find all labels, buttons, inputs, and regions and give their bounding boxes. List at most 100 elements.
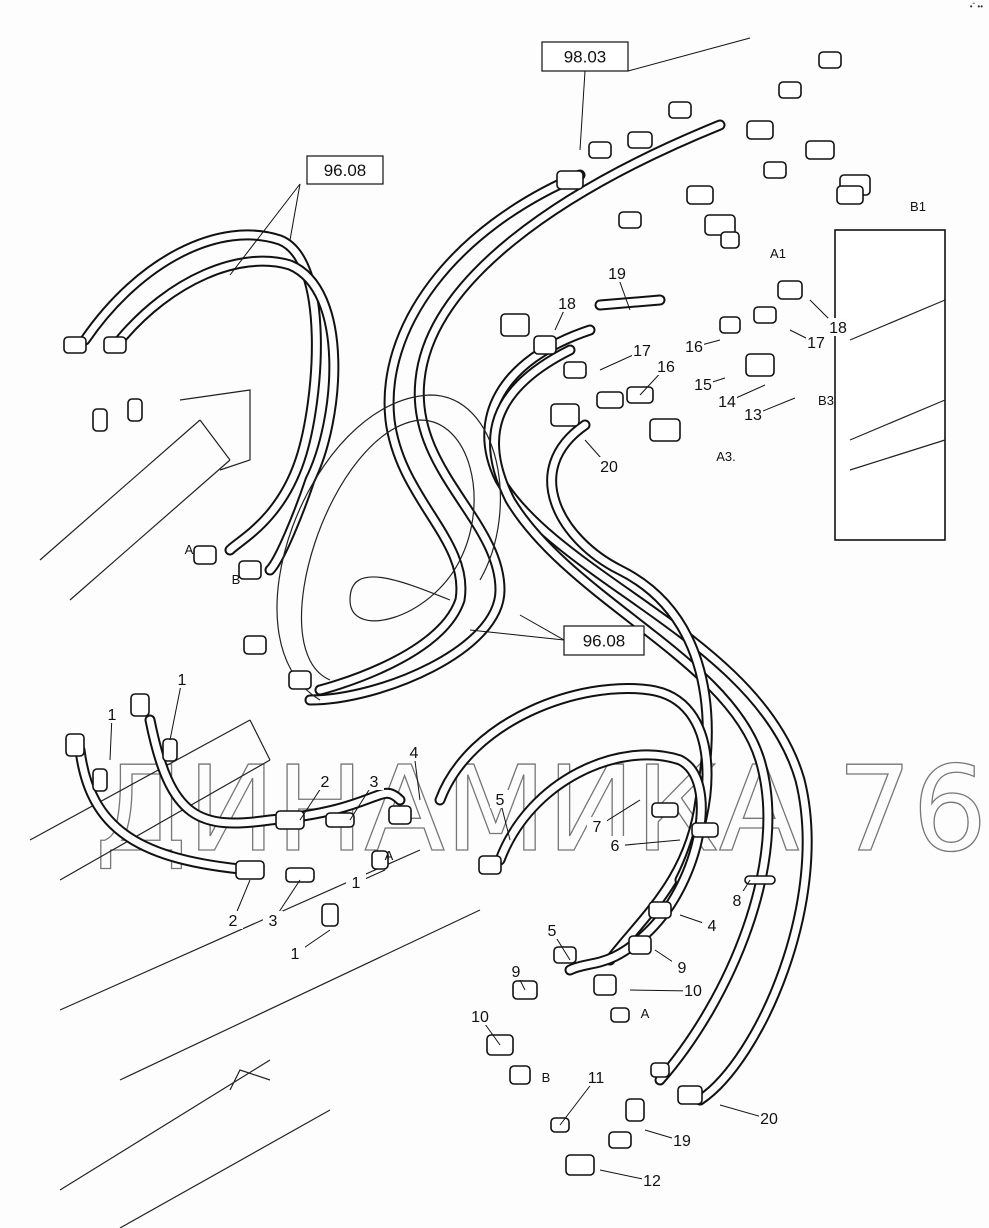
fitting bbox=[565, 1154, 595, 1176]
fitting bbox=[593, 974, 617, 996]
callout-15[interactable]: 15 bbox=[694, 377, 712, 394]
callout-1[interactable]: 1 bbox=[291, 946, 300, 963]
fittings bbox=[63, 51, 871, 1176]
fitting bbox=[65, 733, 85, 757]
fitting bbox=[556, 170, 584, 190]
cylinders bbox=[29, 229, 946, 1228]
callout-17[interactable]: 17 bbox=[633, 343, 651, 360]
callout-1[interactable]: 1 bbox=[178, 672, 187, 689]
fitting bbox=[746, 120, 774, 140]
fitting bbox=[610, 1007, 630, 1023]
callout-18[interactable]: 18 bbox=[558, 296, 576, 313]
callout-12[interactable]: 12 bbox=[643, 1173, 661, 1190]
reference-box[interactable] bbox=[563, 625, 645, 656]
fitting bbox=[704, 214, 736, 236]
callout-5[interactable]: 5 bbox=[496, 792, 505, 809]
reference-boxes: 98.03 96.08 96.08 bbox=[306, 41, 645, 656]
leader-line bbox=[629, 989, 694, 992]
fitting bbox=[553, 946, 577, 964]
fitting bbox=[533, 335, 557, 355]
reference-label[interactable]: 96.08 bbox=[583, 632, 626, 651]
fitting bbox=[651, 802, 679, 818]
port-label: A bbox=[185, 542, 194, 557]
fitting bbox=[238, 560, 262, 580]
callout-6[interactable]: 6 bbox=[611, 838, 620, 855]
fitting bbox=[719, 316, 741, 334]
fitting bbox=[193, 545, 217, 565]
port-label: A3. bbox=[716, 449, 736, 464]
fitting bbox=[763, 161, 787, 179]
fitting bbox=[778, 81, 802, 99]
callout-16[interactable]: 16 bbox=[657, 359, 675, 376]
reference-hose bbox=[300, 419, 475, 681]
fitting bbox=[63, 336, 87, 354]
fitting bbox=[649, 418, 681, 442]
fitting bbox=[745, 353, 775, 377]
fitting bbox=[243, 635, 267, 655]
callout-8[interactable]: 8 bbox=[733, 893, 742, 910]
fitting bbox=[805, 140, 835, 160]
leader-line bbox=[289, 183, 301, 241]
callout-18[interactable]: 18 bbox=[829, 320, 847, 337]
watermark-text: ДИНАМИКА 76 bbox=[95, 740, 987, 878]
callout-4[interactable]: 4 bbox=[410, 745, 419, 762]
callout-13[interactable]: 13 bbox=[744, 407, 762, 424]
fitting bbox=[836, 185, 864, 205]
fitting bbox=[388, 805, 412, 825]
callout-9[interactable]: 9 bbox=[512, 964, 521, 981]
fitting bbox=[288, 670, 312, 690]
callout-10[interactable]: 10 bbox=[471, 1009, 489, 1026]
leader-line bbox=[169, 679, 183, 741]
port-label: A bbox=[385, 848, 394, 863]
port-label: A1 bbox=[770, 246, 786, 261]
reference-box[interactable] bbox=[306, 155, 384, 185]
leader-line bbox=[627, 37, 751, 72]
fitting bbox=[677, 1085, 703, 1105]
fitting bbox=[777, 280, 803, 300]
port-label: A bbox=[641, 1006, 650, 1021]
watermark: ДИНАМИКА 76 bbox=[94, 739, 987, 878]
callout-2[interactable]: 2 bbox=[321, 774, 330, 791]
callout-5[interactable]: 5 bbox=[548, 923, 557, 940]
callout-1[interactable]: 1 bbox=[108, 707, 117, 724]
fitting bbox=[550, 403, 580, 427]
fitting bbox=[371, 850, 389, 870]
reference-label[interactable]: 96.08 bbox=[324, 161, 367, 180]
fitting bbox=[563, 361, 587, 379]
callout-2[interactable]: 2 bbox=[229, 913, 238, 930]
fitting bbox=[325, 812, 355, 828]
callout-19[interactable]: 19 bbox=[673, 1133, 691, 1150]
port-label: B1 bbox=[910, 199, 926, 214]
reference-label[interactable]: 98.03 bbox=[564, 48, 607, 67]
fitting bbox=[625, 1098, 645, 1122]
fitting bbox=[650, 1062, 670, 1078]
callout-16[interactable]: 16 bbox=[685, 339, 703, 356]
callout-3[interactable]: 3 bbox=[370, 774, 379, 791]
callout-9[interactable]: 9 bbox=[678, 960, 687, 977]
reference-hose bbox=[276, 394, 501, 701]
leader-line bbox=[614, 839, 681, 847]
fitting bbox=[478, 855, 502, 875]
callout-3[interactable]: 3 bbox=[269, 913, 278, 930]
callout-20[interactable]: 20 bbox=[760, 1111, 778, 1128]
callout-20[interactable]: 20 bbox=[600, 459, 618, 476]
fitting bbox=[321, 903, 339, 927]
fitting bbox=[720, 231, 740, 249]
fitting bbox=[668, 101, 692, 119]
callout-14[interactable]: 14 bbox=[718, 394, 736, 411]
corner-mark: •ˆ •• bbox=[969, 2, 983, 11]
callout-17[interactable]: 17 bbox=[807, 335, 825, 352]
leader-line bbox=[469, 629, 565, 641]
fitting bbox=[130, 693, 150, 717]
reference-box[interactable] bbox=[541, 41, 629, 72]
callout-11[interactable]: 11 bbox=[588, 1070, 605, 1087]
callout-19[interactable]: 19 bbox=[608, 266, 626, 283]
fitting bbox=[509, 1065, 531, 1085]
callout-7[interactable]: 7 bbox=[593, 819, 602, 836]
callout-10[interactable]: 10 bbox=[684, 983, 702, 1000]
fitting bbox=[500, 313, 530, 337]
callout-4[interactable]: 4 bbox=[708, 918, 717, 935]
leader-line bbox=[229, 183, 301, 276]
callout-1[interactable]: 1 bbox=[352, 875, 361, 892]
